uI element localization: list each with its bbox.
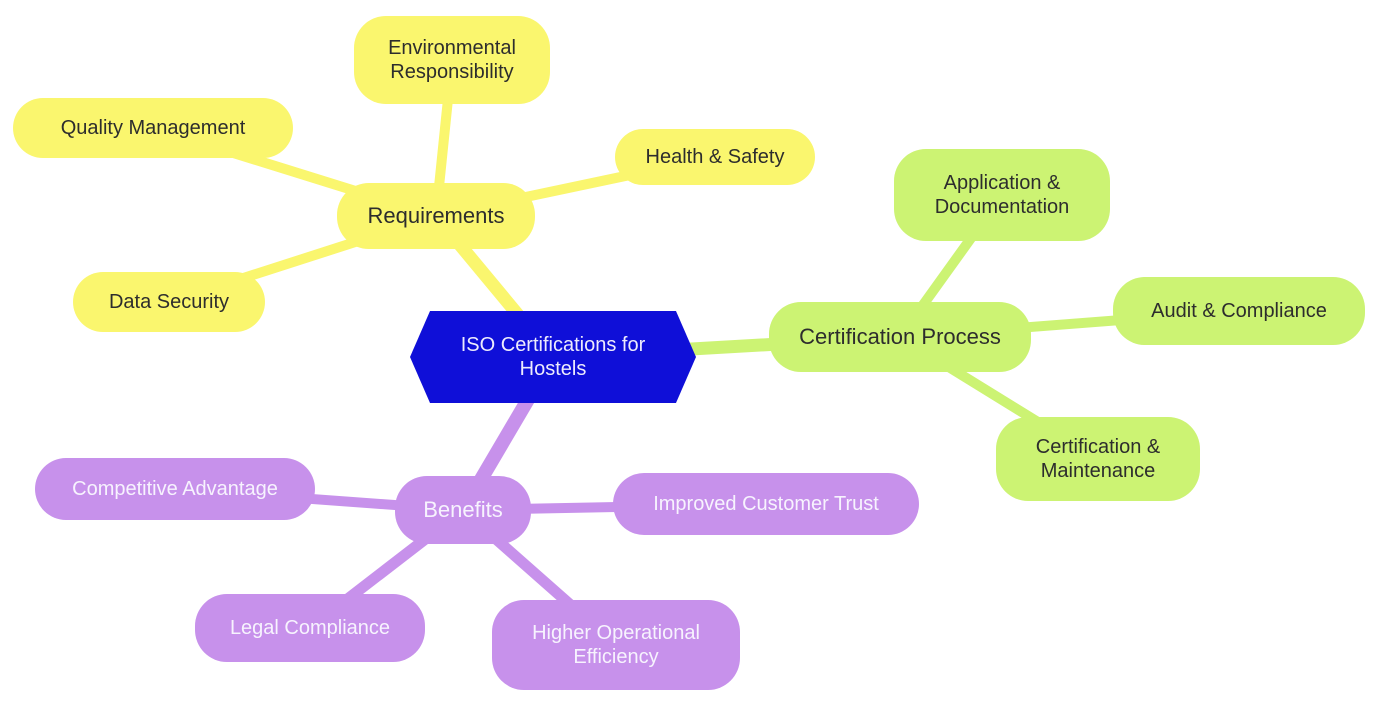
node-label-env_resp: Environmental Responsibility — [388, 36, 516, 83]
mindmap-node-central: ISO Certifications for Hostels — [410, 311, 696, 403]
mindmap-node-data_security: Data Security — [73, 272, 265, 332]
mindmap-node-audit_comp: Audit & Compliance — [1113, 277, 1365, 345]
node-label-health_safety: Health & Safety — [645, 145, 785, 168]
node-label-requirements: Requirements — [367, 202, 505, 228]
mindmap-node-comp_adv: Competitive Advantage — [35, 458, 315, 520]
mindmap-node-app_doc: Application & Documentation — [894, 149, 1110, 241]
node-label-cust_trust: Improved Customer Trust — [653, 492, 879, 515]
mindmap-node-benefits: Benefits — [395, 476, 531, 544]
mindmap-node-env_resp: Environmental Responsibility — [354, 16, 550, 104]
mindmap-node-health_safety: Health & Safety — [615, 129, 815, 185]
mindmap-node-cert_maint: Certification & Maintenance — [996, 417, 1200, 501]
node-label-quality_mgmt: Quality Management — [60, 116, 246, 139]
node-label-cert_maint: Certification & Maintenance — [1035, 435, 1161, 482]
node-label-audit_comp: Audit & Compliance — [1151, 299, 1327, 322]
mindmap-node-op_eff: Higher Operational Efficiency — [492, 600, 740, 690]
node-label-benefits: Benefits — [423, 496, 503, 522]
node-label-central: ISO Certifications for Hostels — [460, 333, 646, 380]
node-label-app_doc: Application & Documentation — [934, 171, 1070, 218]
node-label-comp_adv: Competitive Advantage — [72, 477, 278, 500]
node-label-op_eff: Higher Operational Efficiency — [532, 621, 700, 668]
mindmap-node-quality_mgmt: Quality Management — [13, 98, 293, 158]
mindmap-node-requirements: Requirements — [337, 183, 535, 249]
mindmap-node-cert_process: Certification Process — [769, 302, 1031, 372]
mindmap-node-cust_trust: Improved Customer Trust — [613, 473, 919, 535]
node-label-legal_comp: Legal Compliance — [229, 616, 391, 639]
node-label-data_security: Data Security — [108, 290, 230, 313]
mindmap-node-legal_comp: Legal Compliance — [195, 594, 425, 662]
node-label-cert_process: Certification Process — [799, 323, 1001, 349]
